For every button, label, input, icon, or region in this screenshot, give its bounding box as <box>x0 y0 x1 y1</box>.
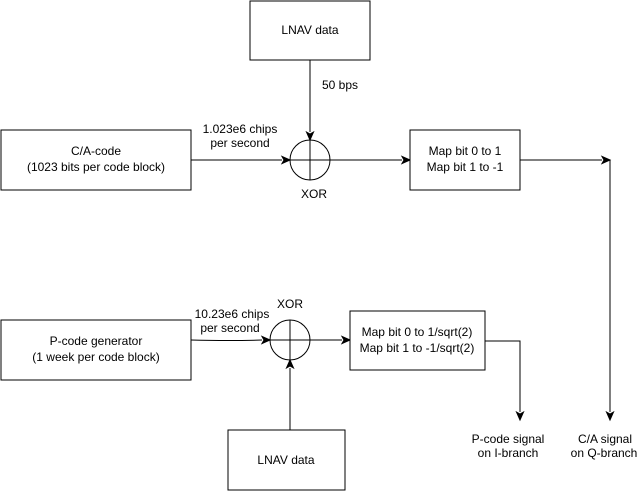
lnav-data-top-box[interactable]: LNAV data <box>249 0 371 61</box>
wire-xor-top-to-map-ca <box>330 155 412 165</box>
xor-top-symbol[interactable] <box>289 139 331 181</box>
wire-map-ca-to-output <box>520 155 615 422</box>
rate-50bps-label: 50 bps <box>322 78 358 92</box>
p-output-line2: on I-branch <box>478 446 539 460</box>
p-output-line1: P-code signal <box>472 432 545 446</box>
wire-p-code-to-xor <box>190 335 272 345</box>
p-code-subtitle: (1 week per code block) <box>32 350 159 364</box>
wire-ca-code-to-xor <box>191 155 292 165</box>
lnav-data-top-label: LNAV data <box>281 23 338 37</box>
lnav-data-bottom-box[interactable]: LNAV data <box>227 429 346 491</box>
wire-map-p-to-output <box>485 340 525 422</box>
lnav-data-bottom-label: LNAV data <box>257 453 314 467</box>
map-ca-line1: Map bit 0 to 1 <box>429 144 502 158</box>
map-p-box[interactable]: Map bit 0 to 1/sqrt(2) Map bit 1 to -1/s… <box>349 310 486 371</box>
xor-bottom-label: XOR <box>277 297 303 311</box>
ca-output-line1: C/A signal <box>578 432 632 446</box>
ca-output-line2: on Q-branch <box>571 446 638 460</box>
map-ca-line2: Map bit 1 to -1 <box>427 160 504 174</box>
map-p-line1: Map bit 0 to 1/sqrt(2) <box>362 325 473 339</box>
p-code-generator-box[interactable]: P-code generator (1 week per code block) <box>0 319 192 381</box>
wire-xor-bottom-to-map-p <box>310 335 352 345</box>
wire-lnav-top-to-xor <box>305 60 315 142</box>
map-p-line2: Map bit 1 to -1/sqrt(2) <box>360 341 475 355</box>
p-chip-rate-line1: 10.23e6 chips <box>195 307 270 321</box>
ca-code-box[interactable]: C/A-code (1023 bits per code block) <box>0 129 192 191</box>
wire-lnav-bottom-to-xor <box>285 358 295 430</box>
ca-code-title: C/A-code <box>71 144 121 158</box>
p-chip-rate-line2: per second <box>200 321 259 335</box>
xor-bottom-symbol[interactable] <box>269 319 311 361</box>
map-ca-box[interactable]: Map bit 0 to 1 Map bit 1 to -1 <box>409 129 521 191</box>
ca-chip-rate-line1: 1.023e6 chips <box>203 122 278 136</box>
ca-chip-rate-line2: per second <box>210 136 269 150</box>
p-code-title: P-code generator <box>50 334 143 348</box>
xor-top-label: XOR <box>301 187 327 201</box>
ca-code-subtitle: (1023 bits per code block) <box>27 160 165 174</box>
